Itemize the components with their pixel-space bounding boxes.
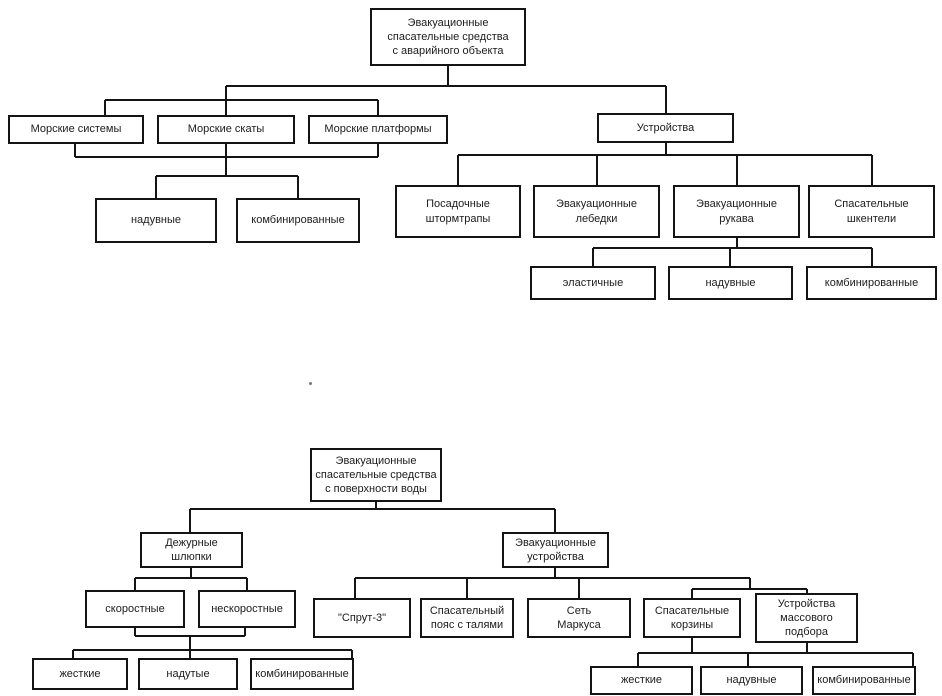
connector-lines-top-diagram — [74, 66, 873, 266]
connector-lines-bottom-diagram — [72, 502, 914, 666]
node-combined: комбинированные — [236, 198, 360, 243]
node-devices: Устройства — [597, 113, 734, 143]
node-elastic-chutes: эластичные — [530, 266, 656, 300]
node-duty-boats: Дежурные шлюпки — [140, 532, 243, 568]
node-inflatable-baskets: надувные — [700, 666, 803, 695]
node-rescue-baskets: Спасательные корзины — [643, 598, 741, 638]
node-evacuation-devices: Эвакуационные устройства — [502, 532, 609, 568]
node-fast-boats: скоростные — [85, 590, 185, 628]
node-evac-means-from-emergency-object: Эвакуационные спасательные средства с ав… — [370, 8, 526, 66]
node-rescue-pendants: Спасательные шкентели — [808, 185, 935, 238]
node-marine-platforms: Морские платформы — [308, 115, 448, 144]
node-rescue-belt-with-tackles: Спасательный пояс с талями — [420, 598, 514, 638]
node-evacuation-chutes: Эвакуационные рукава — [673, 185, 800, 238]
node-mass-pickup-devices: Устройства массового подбора — [755, 593, 858, 643]
node-boarding-storm-ladders: Посадочные штормтрапы — [395, 185, 521, 238]
node-evac-means-from-water-surface: Эвакуационные спасательные средства с по… — [310, 448, 442, 502]
node-sprut-3: "Спрут-3" — [313, 598, 411, 638]
node-rigid-boats: жесткие — [32, 658, 128, 690]
node-inflatable: надувные — [95, 198, 217, 243]
node-markus-net: Сеть Маркуса — [527, 598, 631, 638]
node-marine-systems: Морские системы — [8, 115, 144, 144]
node-combined-baskets: комбинированные — [812, 666, 916, 695]
node-combined-chutes: комбинированные — [806, 266, 937, 300]
node-marine-rays: Морские скаты — [157, 115, 295, 144]
node-rigid-baskets: жесткие — [590, 666, 693, 695]
node-combined-boats: комбинированные — [250, 658, 354, 690]
node-non-fast-boats: нескоростные — [198, 590, 296, 628]
node-inflated-boats: надутые — [138, 658, 238, 690]
stray-dot-artifact — [309, 382, 312, 385]
node-evacuation-winches: Эвакуационные лебедки — [533, 185, 660, 238]
node-inflatable-chutes: надувные — [668, 266, 793, 300]
